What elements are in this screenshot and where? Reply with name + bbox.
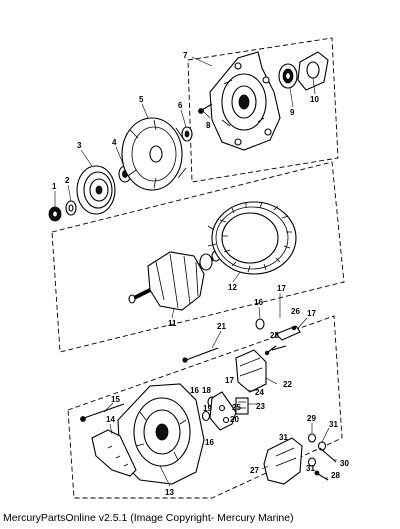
rotor-stator-group-frame [51, 161, 345, 353]
small-screws [264, 345, 287, 356]
callout-23: 23 [256, 402, 265, 411]
rear-housing [117, 383, 205, 485]
callout-8: 8 [206, 121, 211, 130]
housing-screw [198, 103, 213, 114]
callout-16a: 16 [254, 298, 263, 307]
rear-cover [263, 437, 303, 485]
lock-washer [65, 200, 77, 216]
callout-24: 24 [255, 388, 264, 397]
regulator-bracket [275, 325, 301, 341]
callout-15: 15 [111, 395, 120, 404]
callout-21: 21 [217, 322, 226, 331]
cooling-fan [121, 117, 187, 191]
brush-holder [235, 397, 249, 415]
terminal-stud [182, 347, 219, 363]
callout-31b: 31 [329, 420, 338, 429]
callout-2: 2 [65, 176, 70, 185]
callout-11: 11 [168, 319, 177, 328]
callout-4: 4 [112, 138, 117, 147]
callout-leader-lines [54, 56, 337, 487]
callout-16c: 16 [205, 438, 214, 447]
callout-labels: 1 2 3 4 5 6 7 8 9 10 11 12 13 14 15 16 1… [52, 51, 349, 497]
cover-screw [314, 470, 329, 481]
callout-17b: 17 [307, 309, 316, 318]
rotor-assembly [128, 250, 221, 311]
callout-17c: 17 [225, 376, 234, 385]
callout-28a: 28 [270, 331, 279, 340]
bearing-retainer-plate [297, 51, 329, 91]
rectifier-bridge [209, 391, 237, 431]
callout-17a: 17 [277, 284, 286, 293]
callout-10: 10 [310, 95, 319, 104]
callout-18: 18 [202, 386, 211, 395]
front-housing [209, 51, 281, 151]
callout-31a: 31 [279, 433, 288, 442]
callout-6: 6 [178, 101, 183, 110]
callout-13: 13 [165, 488, 174, 497]
callout-26: 26 [291, 307, 300, 316]
callout-14: 14 [106, 415, 115, 424]
callout-30: 30 [340, 459, 349, 468]
callout-29: 29 [307, 414, 316, 423]
callout-22: 22 [283, 380, 292, 389]
drive-pulley [76, 165, 116, 215]
callout-7: 7 [183, 51, 188, 60]
front-bearing [278, 63, 298, 89]
callout-3: 3 [77, 141, 82, 150]
callout-5: 5 [139, 95, 144, 104]
stator-assembly [207, 201, 297, 275]
cover-clip [319, 447, 337, 463]
fan-spacer [181, 126, 193, 142]
front-housing-group-frame [187, 37, 339, 183]
voltage-regulator [235, 349, 267, 393]
callout-12: 12 [228, 283, 237, 292]
callout-28b: 28 [331, 471, 340, 480]
callout-25: 25 [232, 403, 241, 412]
callout-20: 20 [230, 415, 239, 424]
callout-27: 27 [250, 466, 259, 475]
callout-19: 19 [203, 404, 212, 413]
through-bolt [80, 403, 125, 422]
copyright-caption: MercuryPartsOnline v2.5.1 (Image Copyrig… [3, 512, 294, 524]
callout-9: 9 [290, 108, 295, 117]
callout-1: 1 [52, 182, 57, 191]
callout-31c: 31 [306, 464, 315, 473]
shaft-nut [48, 206, 62, 222]
callout-16b: 16 [190, 386, 199, 395]
rear-shield [91, 429, 137, 477]
